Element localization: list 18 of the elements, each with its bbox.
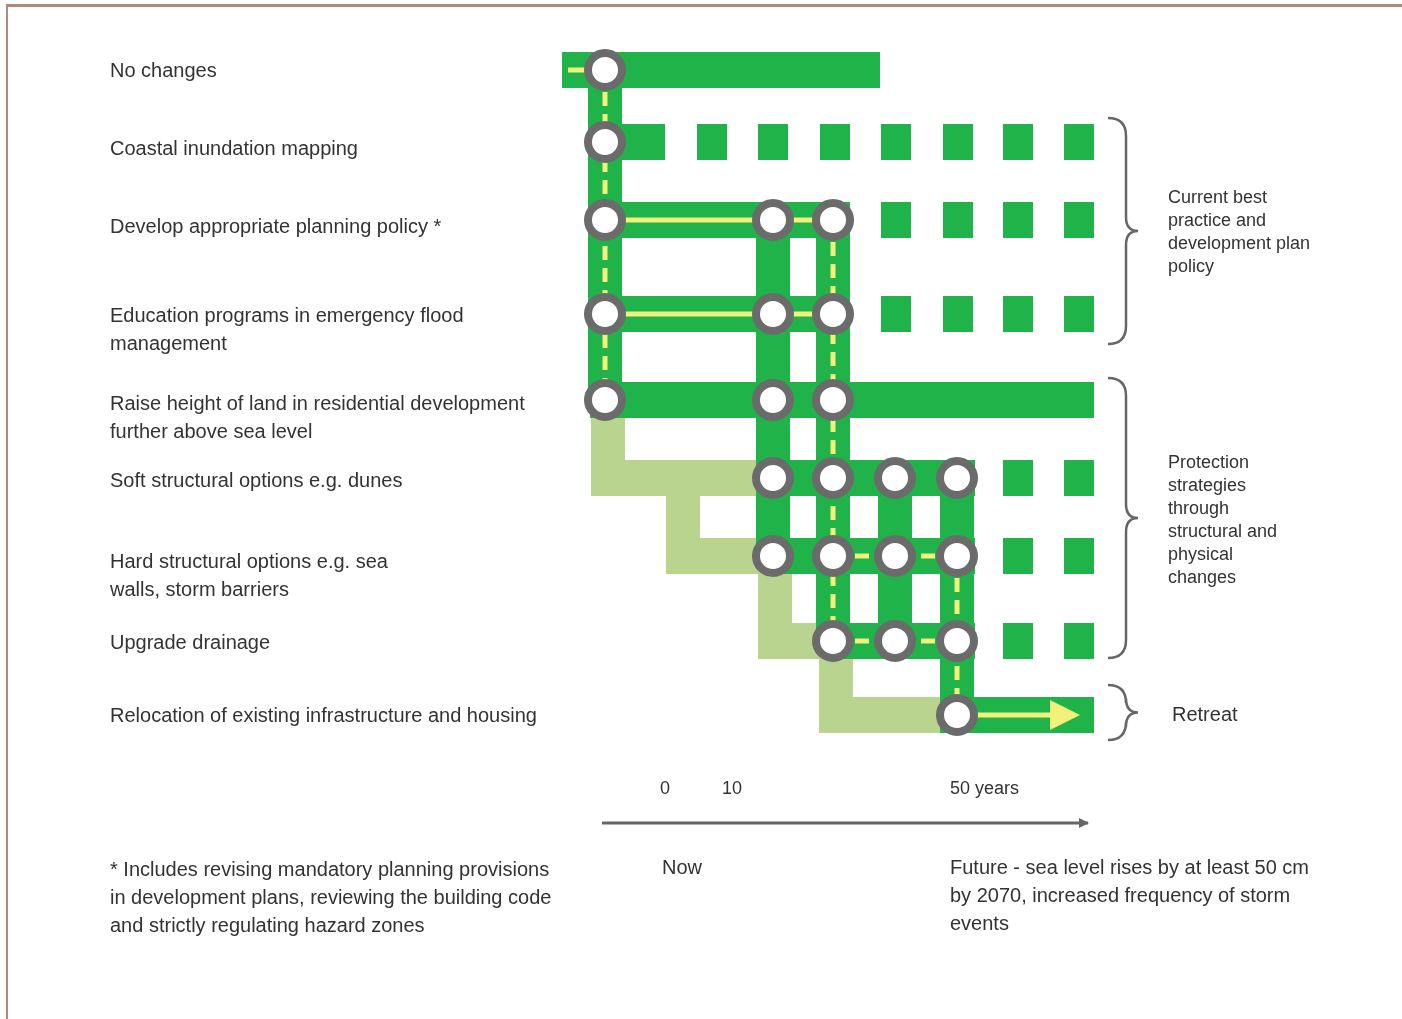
- action-label: Education programs in emergency flood management: [110, 303, 465, 356]
- action-label: Upgrade drainage: [110, 630, 272, 655]
- group-label: Current best practice and development plan policy: [1168, 186, 1312, 278]
- group-label: Protection strategies through structural and physical changes: [1168, 451, 1278, 589]
- footnote-text: * Includes revising mandatory planning provisions in development plans, reviewing the building code and strictly regulating hazard zones: [110, 857, 553, 938]
- tick-label: 50 years: [950, 777, 1021, 800]
- action-label: Develop appropriate planning policy *: [110, 214, 443, 239]
- tick-label: 0: [660, 777, 671, 800]
- action-label: Relocation of existing infrastructure and housing: [110, 703, 538, 728]
- action-label: Coastal inundation mapping: [110, 136, 359, 161]
- axis-label: Future - sea level rises by at least 50 cm by 2070, increased frequency of storm events: [950, 855, 1311, 936]
- action-label: Raise height of land in residential development further above sea level: [110, 391, 526, 444]
- action-label: No changes: [110, 58, 218, 83]
- group-label: Retreat: [1172, 702, 1239, 727]
- axis-label: Now: [662, 855, 703, 880]
- tick-label: 10: [722, 777, 744, 800]
- action-label: Hard structural options e.g. sea walls, storm barriers: [110, 549, 389, 602]
- action-label: Soft structural options e.g. dunes: [110, 468, 404, 493]
